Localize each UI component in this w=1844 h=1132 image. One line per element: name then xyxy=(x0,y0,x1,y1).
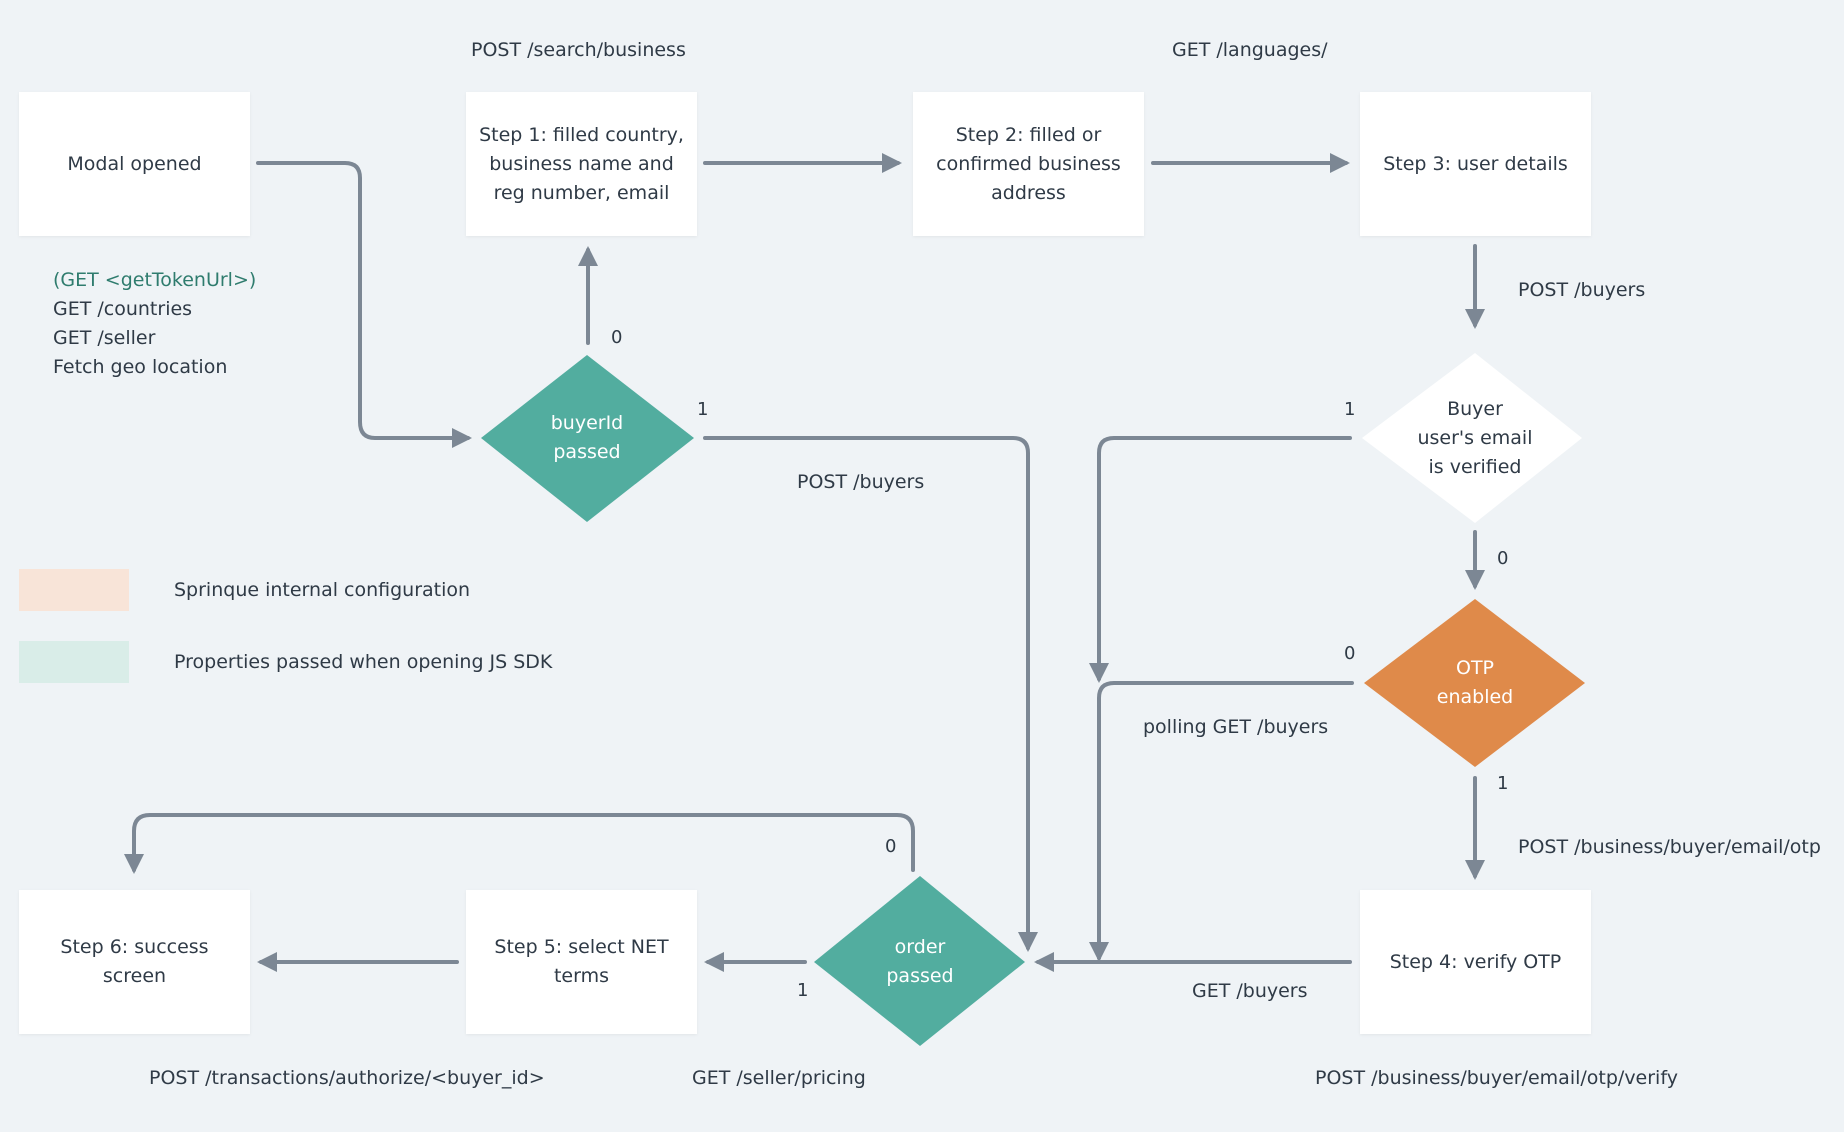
node-step3-label: Step 3: user details xyxy=(1383,152,1568,175)
legend-swatch-internal xyxy=(19,569,129,611)
api-label-post-buyers-step3: POST /buyers xyxy=(1518,279,1646,301)
connector-buyerid-to-order xyxy=(703,436,1038,952)
node-step3: Step 3: user details xyxy=(1360,92,1591,236)
api-label-authorize: POST /transactions/authorize/<buyer_id> xyxy=(149,1067,545,1089)
legend-swatch-properties xyxy=(19,641,129,683)
decision-order-passed-shape xyxy=(814,876,1025,1046)
node-step5: Step 5: select NET terms xyxy=(466,890,697,1034)
initial-call-countries: GET /countries xyxy=(53,298,193,320)
branch-label-buyerid-1: 1 xyxy=(697,399,709,420)
branch-label-otp-1: 1 xyxy=(1497,773,1509,794)
connector-otp-polling xyxy=(1089,681,1354,962)
api-label-search-business: POST /search/business xyxy=(471,39,686,61)
decision-buyerid-shape xyxy=(481,355,694,522)
legend-label-properties: Properties passed when opening JS SDK xyxy=(174,651,553,673)
node-step6: Step 6: success screen xyxy=(19,890,250,1034)
api-label-otp-verify: POST /business/buyer/email/otp/verify xyxy=(1315,1067,1678,1089)
branch-label-verified-1: 1 xyxy=(1344,399,1356,420)
api-label-languages: GET /languages/ xyxy=(1172,39,1328,61)
branch-label-order-0: 0 xyxy=(885,836,897,857)
api-label-get-buyers: GET /buyers xyxy=(1192,980,1308,1002)
initial-call-seller: GET /seller xyxy=(53,327,156,349)
api-label-polling-buyers: polling GET /buyers xyxy=(1143,716,1329,738)
legend-label-internal: Sprinque internal configuration xyxy=(174,579,471,601)
node-step6-label: Step 6: success screen xyxy=(60,936,209,987)
node-step2-label: Step 2: filled or confirmed business add… xyxy=(936,123,1121,204)
connector-verified-to-order xyxy=(1089,436,1352,683)
decision-otp-enabled-shape xyxy=(1364,599,1585,767)
node-step5-label: Step 5: select NET terms xyxy=(494,936,669,987)
decision-email-verified-shape xyxy=(1362,353,1582,523)
initial-call-token: (GET <getTokenUrl>) xyxy=(53,269,257,291)
node-step4: Step 4: verify OTP xyxy=(1360,890,1591,1034)
api-label-post-buyers-buyerid: POST /buyers xyxy=(797,471,925,493)
initial-call-geo: Fetch geo location xyxy=(53,356,228,378)
node-step4-label: Step 4: verify OTP xyxy=(1389,950,1562,973)
node-step1: Step 1: filled country, business name an… xyxy=(466,92,697,236)
branch-label-otp-0: 0 xyxy=(1344,643,1356,664)
connector-modal-to-buyerid xyxy=(256,161,472,448)
node-modal-opened: Modal opened xyxy=(19,92,250,236)
branch-label-buyerid-0: 0 xyxy=(611,327,623,348)
branch-label-verified-0: 0 xyxy=(1497,548,1509,569)
branch-label-order-1: 1 xyxy=(797,980,809,1001)
node-step2: Step 2: filled or confirmed business add… xyxy=(913,92,1144,236)
node-step1-label: Step 1: filled country, business name an… xyxy=(479,123,684,204)
initial-calls-list: (GET <getTokenUrl>) GET /countries GET /… xyxy=(53,266,256,382)
api-label-otp-email: POST /business/buyer/email/otp xyxy=(1518,836,1821,858)
api-label-seller-pricing: GET /seller/pricing xyxy=(692,1067,866,1089)
connector-order-to-step6 xyxy=(124,813,915,874)
node-modal-opened-label: Modal opened xyxy=(67,152,202,175)
